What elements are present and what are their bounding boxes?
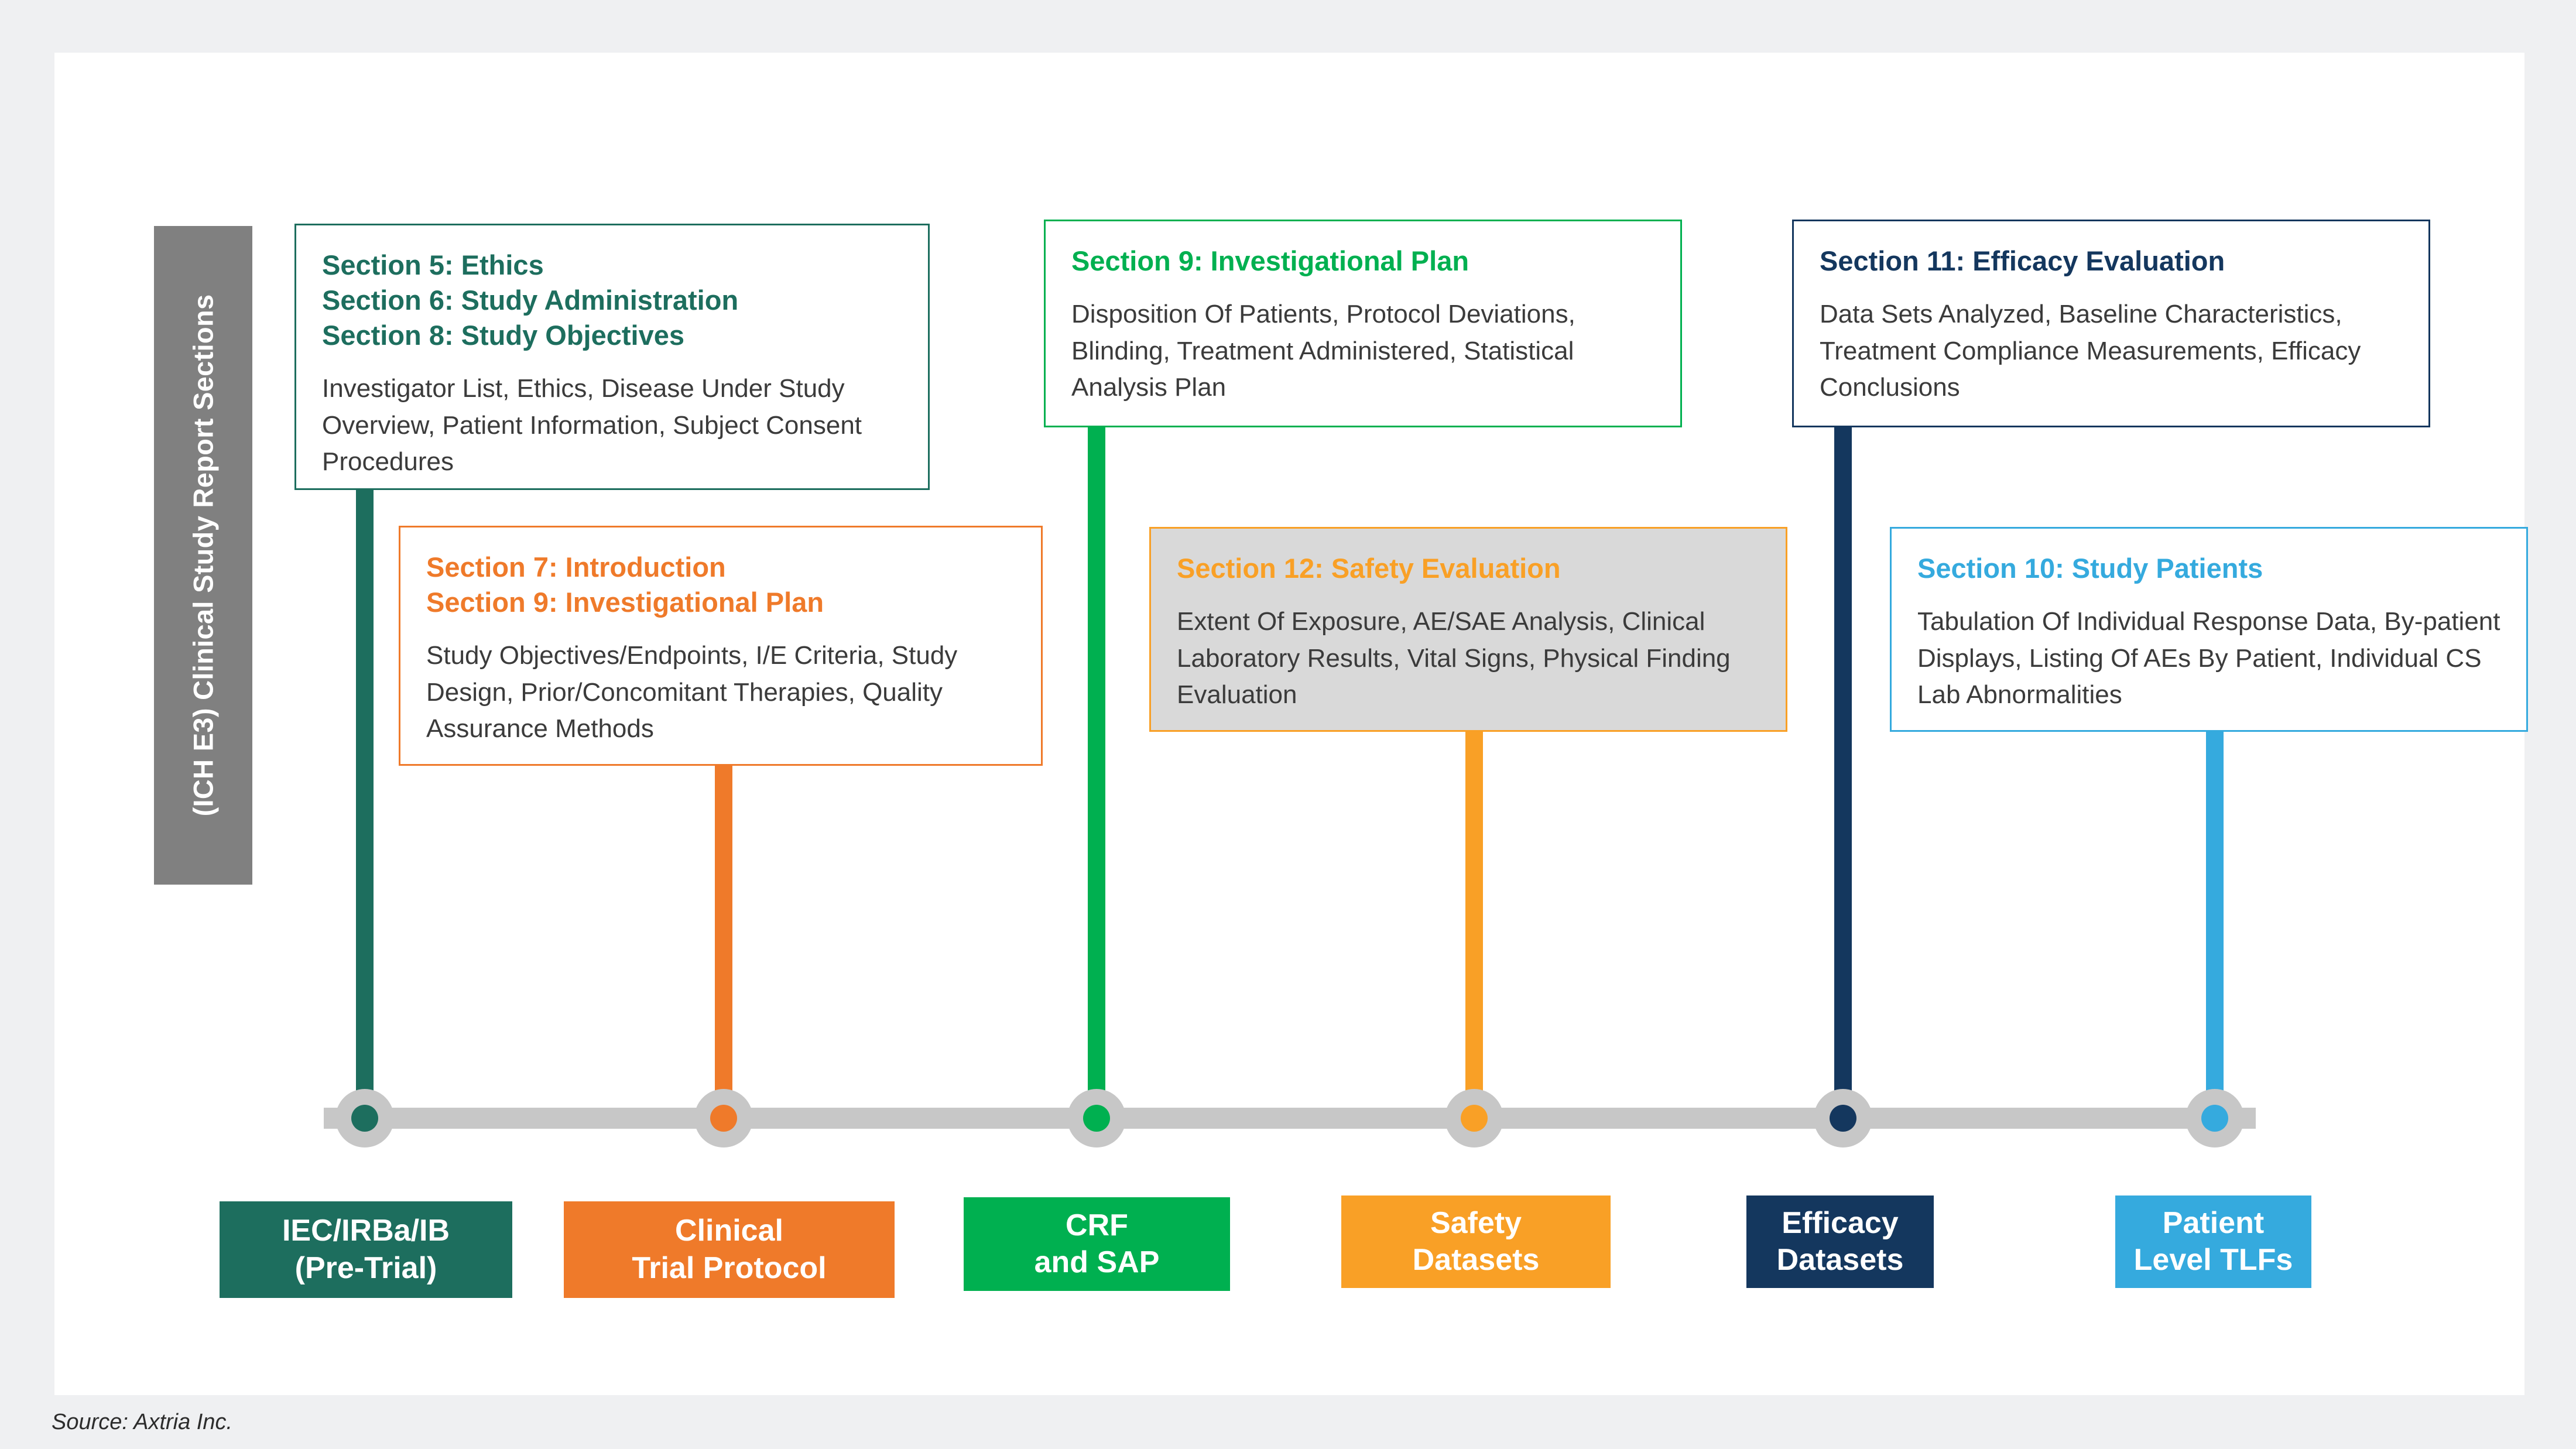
stem-orange: [715, 738, 732, 1098]
milestone-chip-safety-datasets[interactable]: Safety Datasets: [1341, 1195, 1611, 1288]
info-box-ethics-admin-objectives[interactable]: Section 5: Ethics Section 6: Study Admin…: [294, 224, 930, 490]
timeline-node-patient-level-tlfs[interactable]: [2186, 1089, 2244, 1147]
info-box-title: Section 5: Ethics Section 6: Study Admin…: [322, 249, 739, 351]
timeline-node-efficacy-datasets[interactable]: [1814, 1089, 1872, 1147]
node-dot-icon: [1083, 1105, 1110, 1132]
node-dot-icon: [351, 1105, 378, 1132]
info-box-title: Section 7: Introduction Section 9: Inves…: [426, 551, 824, 618]
info-box-body: Investigator List, Ethics, Disease Under…: [322, 374, 862, 477]
timeline-node-safety-datasets[interactable]: [1445, 1089, 1503, 1147]
node-dot-icon: [1461, 1105, 1488, 1132]
info-box-title: Section 10: Study Patients: [1917, 553, 2263, 584]
stem-navy: [1834, 424, 1852, 1098]
milestone-chip-iec-irba-ib[interactable]: IEC/IRBa/IB (Pre-Trial): [220, 1201, 512, 1298]
info-box-body: Tabulation Of Individual Response Data, …: [1917, 607, 2500, 710]
info-box-study-patients[interactable]: Section 10: Study Patients Tabulation Of…: [1890, 527, 2528, 732]
timeline-node-clinical-trial-protocol[interactable]: [694, 1089, 753, 1147]
node-dot-icon: [710, 1105, 737, 1132]
node-dot-icon: [2201, 1105, 2228, 1132]
timeline-node-iec-irba-ib[interactable]: [335, 1089, 394, 1147]
info-box-safety-evaluation[interactable]: Section 12: Safety Evaluation Extent Of …: [1149, 527, 1787, 732]
milestone-chip-efficacy-datasets[interactable]: Efficacy Datasets: [1746, 1195, 1934, 1288]
milestone-chip-crf-and-sap[interactable]: CRF and SAP: [964, 1197, 1230, 1291]
milestone-chip-clinical-trial-protocol[interactable]: Clinical Trial Protocol: [564, 1201, 895, 1298]
info-box-body: Data Sets Analyzed, Baseline Characteris…: [1820, 300, 2361, 402]
sidebar-report-sections: (ICH E3) Clinical Study Report Sections: [154, 226, 252, 885]
stem-sky: [2206, 729, 2224, 1098]
info-box-body: Extent Of Exposure, AE/SAE Analysis, Cli…: [1177, 607, 1731, 710]
content-card: (ICH E3) Clinical Study Report Sections …: [54, 53, 2528, 1395]
info-box-title: Section 11: Efficacy Evaluation: [1820, 245, 2225, 276]
milestone-chip-patient-level-tlfs[interactable]: Patient Level TLFs: [2115, 1195, 2311, 1288]
sidebar-label: (ICH E3) Clinical Study Report Sections: [187, 294, 219, 817]
info-box-body: Disposition Of Patients, Protocol Deviat…: [1071, 300, 1575, 402]
info-box-title: Section 9: Investigational Plan: [1071, 245, 1469, 276]
info-box-investigational-plan[interactable]: Section 9: Investigational Plan Disposit…: [1044, 220, 1682, 427]
stem-amber: [1465, 729, 1483, 1098]
stem-teal: [356, 489, 374, 1098]
info-box-efficacy-evaluation[interactable]: Section 11: Efficacy Evaluation Data Set…: [1792, 220, 2430, 427]
source-note: Source: Axtria Inc.: [52, 1410, 233, 1434]
node-dot-icon: [1830, 1105, 1856, 1132]
timeline-rail: [324, 1108, 2256, 1129]
stem-green: [1088, 319, 1105, 1098]
info-box-title: Section 12: Safety Evaluation: [1177, 553, 1561, 584]
timeline-node-crf-and-sap[interactable]: [1067, 1089, 1126, 1147]
info-box-introduction-investigational-plan[interactable]: Section 7: Introduction Section 9: Inves…: [399, 526, 1043, 766]
info-box-body: Study Objectives/Endpoints, I/E Criteria…: [426, 641, 958, 744]
